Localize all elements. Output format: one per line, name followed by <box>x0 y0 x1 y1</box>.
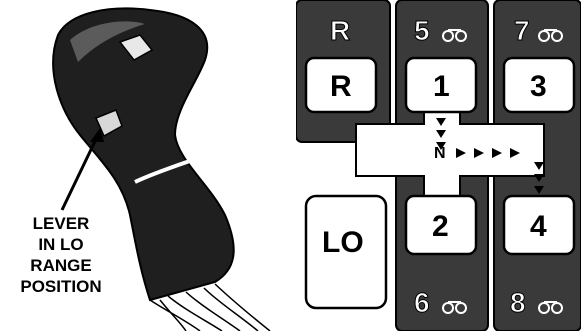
gear-box-second <box>404 194 478 256</box>
callout-line-2: IN LO <box>38 235 84 254</box>
gear-box-third <box>502 56 576 114</box>
knob-highlight <box>70 21 145 62</box>
knob-button <box>118 34 154 61</box>
gear-box-low <box>304 194 388 310</box>
outer-label-8: 8 <box>510 287 526 318</box>
callout-arrow-line <box>60 134 100 211</box>
outer-label-7: 7 <box>514 15 530 46</box>
shift-boot <box>149 283 271 331</box>
gear-label-low: LO <box>322 226 364 259</box>
shift-pattern-diagram: R 5 7 6 8 R 1 3 2 4 LO N <box>296 0 581 331</box>
gear-label-neutral: N <box>434 145 446 162</box>
shift-path-arrows <box>436 118 544 194</box>
lever-position-callout: LEVER IN LO RANGE POSITION <box>2 213 120 297</box>
arrow-down-6 <box>534 186 544 194</box>
arrow-down-2 <box>436 130 446 138</box>
outer-label-5: 5 <box>414 15 430 46</box>
arrow-right-4 <box>510 148 520 158</box>
gear-label-fourth: 4 <box>530 210 547 243</box>
arrow-right-3 <box>492 148 502 158</box>
range-icon-7 <box>538 29 563 42</box>
arrow-down-4 <box>534 162 544 170</box>
callout-line-1: LEVER <box>32 214 90 233</box>
range-lever-tab <box>94 109 123 138</box>
callout-line-3: RANGE <box>30 256 92 275</box>
range-icon-5 <box>442 29 467 42</box>
callout-line-4: POSITION <box>20 277 102 296</box>
gear-label-first: 1 <box>433 70 450 103</box>
range-icon-6 <box>442 301 467 314</box>
arrow-down-3 <box>436 142 446 150</box>
gear-label-reverse: R <box>330 70 352 103</box>
gear-box-reverse <box>304 56 378 114</box>
shift-lever-illustration <box>52 7 271 331</box>
knob-collar <box>134 148 221 184</box>
shift-knob <box>52 7 235 302</box>
range-icon-8 <box>538 301 563 314</box>
outer-label-6: 6 <box>414 287 430 318</box>
gear-label-second: 2 <box>432 210 449 243</box>
arrow-down-5 <box>534 174 544 182</box>
outer-label-reverse: R <box>330 15 350 46</box>
callout-arrowhead <box>90 128 104 142</box>
gear-label-third: 3 <box>530 70 547 103</box>
arrow-down-1 <box>436 118 446 126</box>
gear-box-first <box>404 56 478 114</box>
arrow-right-2 <box>474 148 484 158</box>
gear-box-fourth <box>502 194 576 256</box>
arrow-right-1 <box>456 148 466 158</box>
